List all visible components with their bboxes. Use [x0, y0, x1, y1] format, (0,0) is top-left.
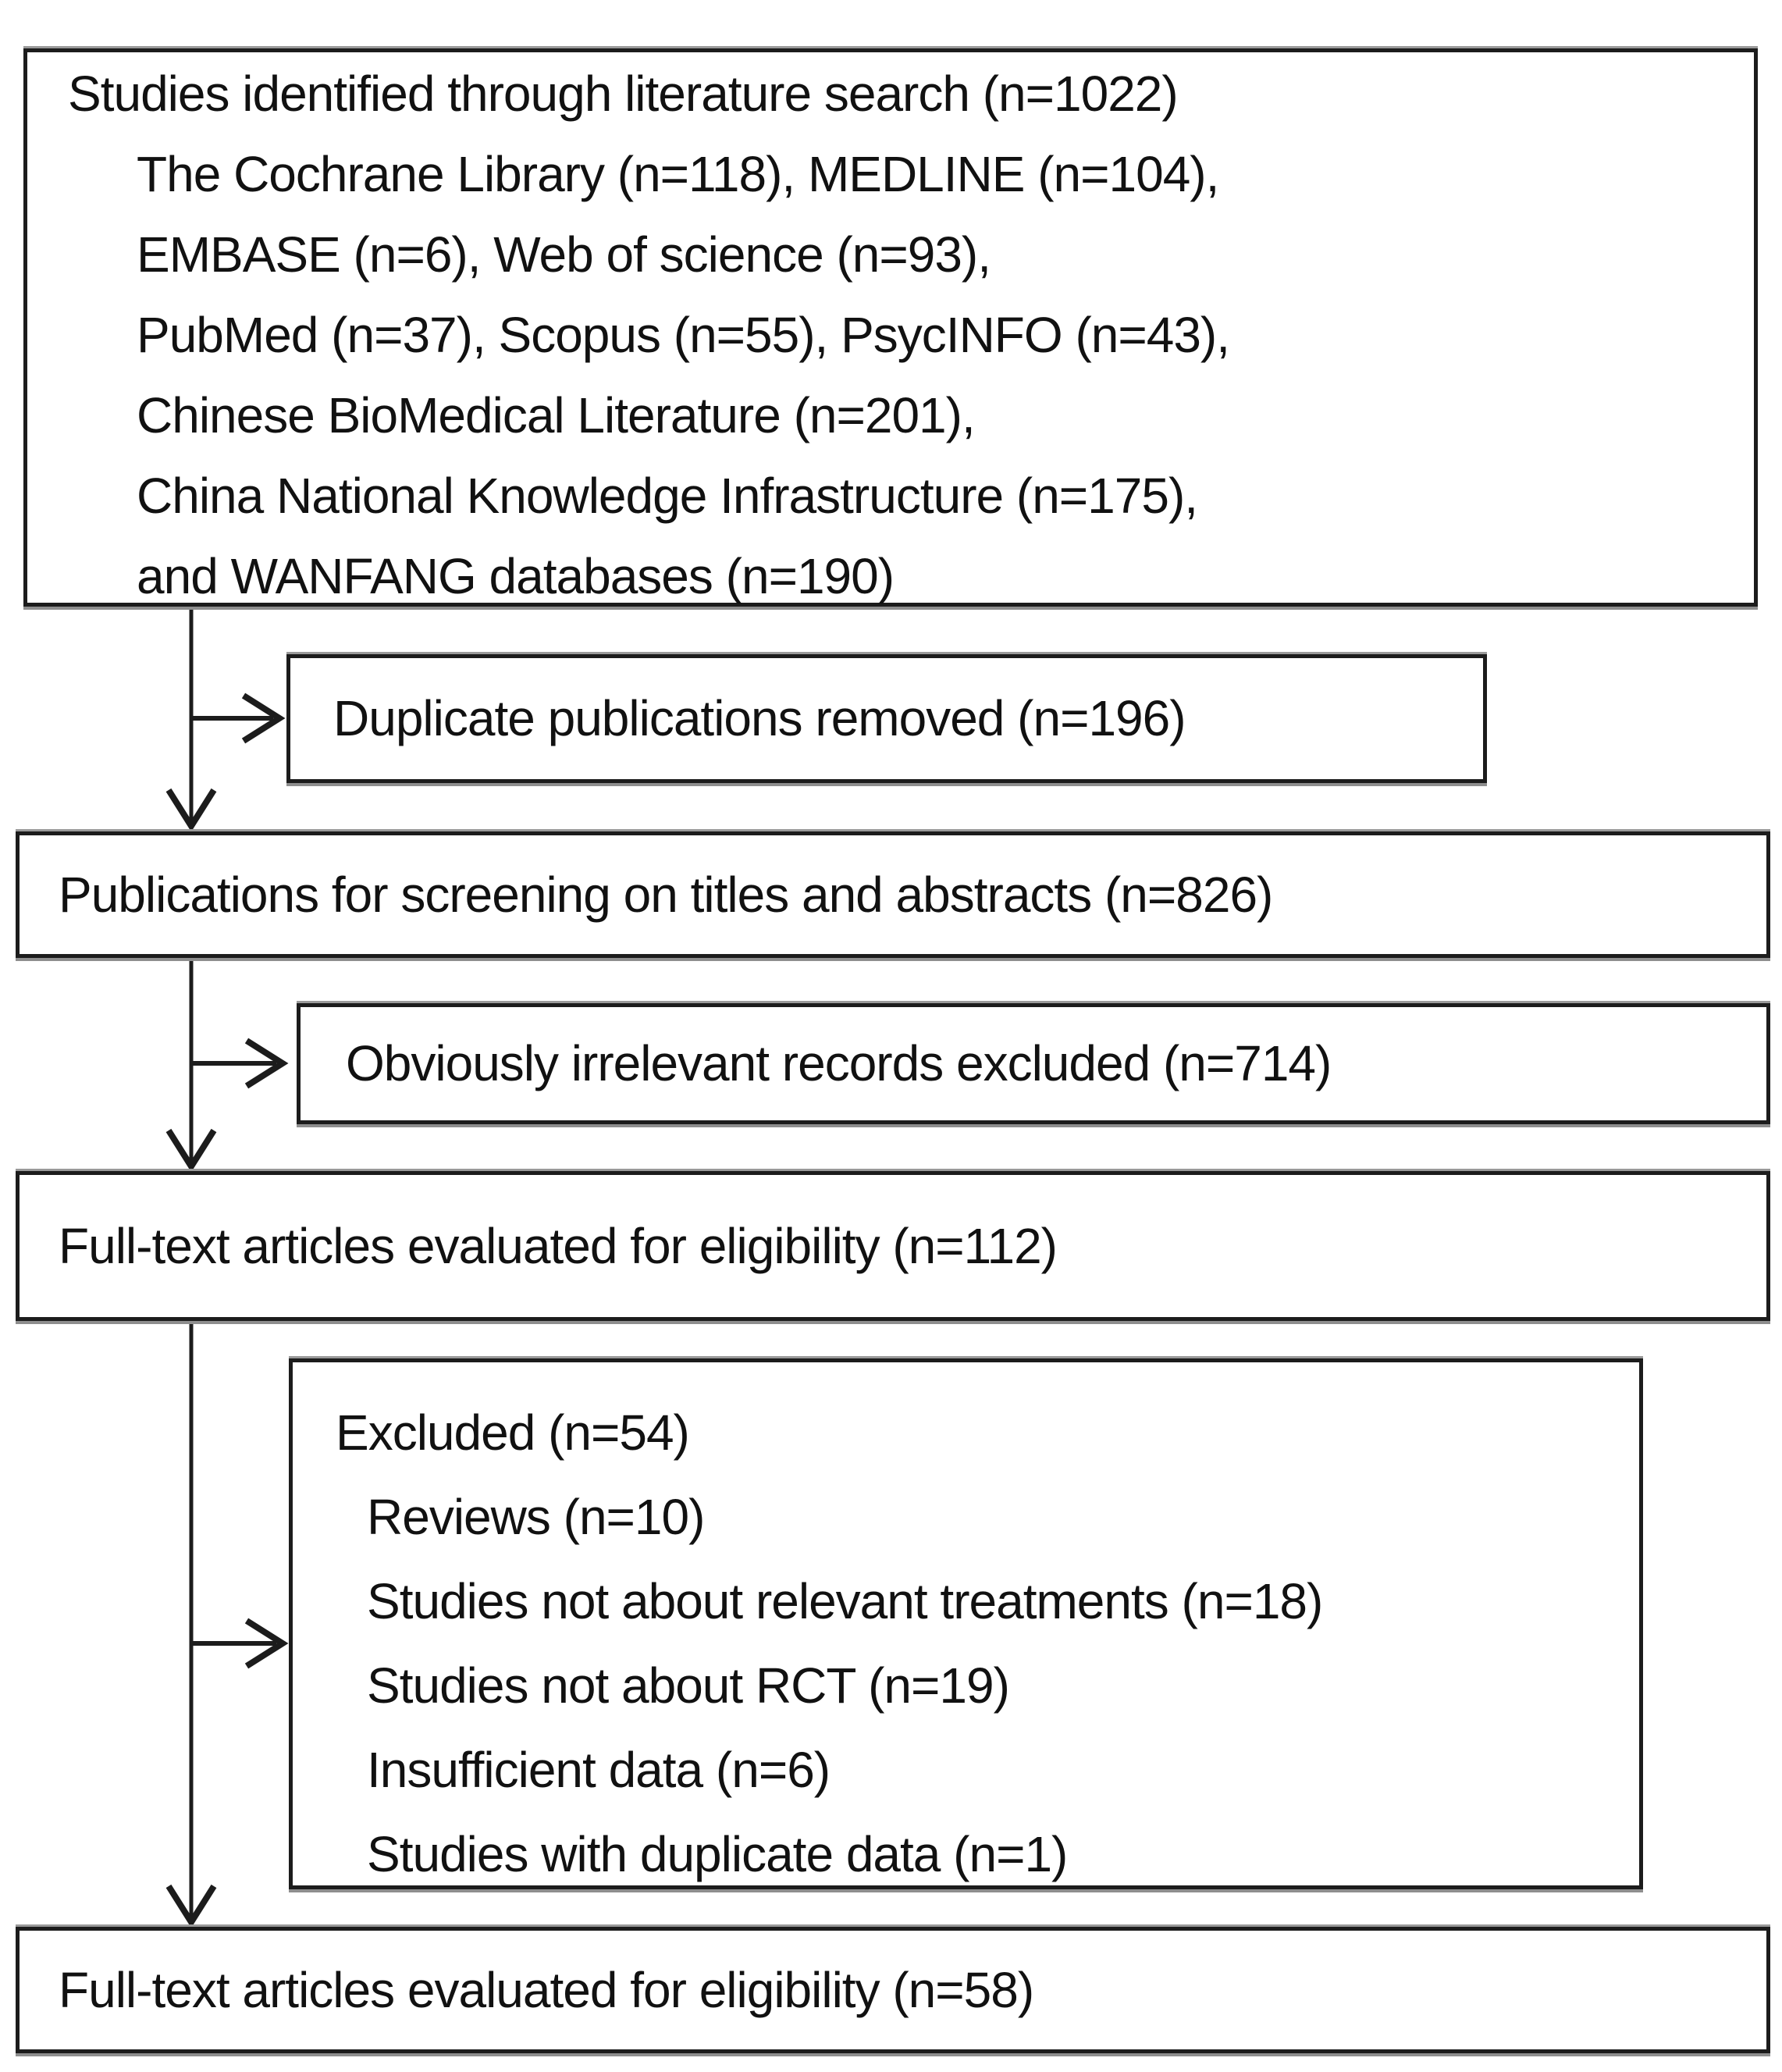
arrow-identified-to-screening-head — [165, 788, 217, 832]
irrelevant-excluded-label: Obviously irrelevant records excluded (n… — [346, 1035, 1332, 1091]
box-studies-identified: Studies identified through literature se… — [23, 48, 1758, 607]
arrow-branch-excluded-head — [244, 1618, 289, 1669]
arrow-screening-to-fulltext-head — [165, 1128, 217, 1173]
box-screening: Publications for screening on titles and… — [16, 831, 1770, 958]
arrow-branch-duplicates-head — [241, 692, 286, 744]
identified-source-line: Chinese BioMedical Literature (n=201), — [137, 387, 976, 443]
excluded-reason: Studies not about relevant treatments (n… — [367, 1573, 1323, 1629]
identified-source-line: EMBASE (n=6), Web of science (n=93), — [137, 226, 991, 283]
arrow-branch-irrelevant-head — [244, 1038, 289, 1089]
box-duplicates-removed: Duplicate publications removed (n=196) — [286, 654, 1487, 783]
identified-source-line: and WANFANG databases (n=190) — [137, 548, 895, 604]
identified-source-line: China National Knowledge Infrastructure … — [137, 468, 1198, 524]
arrow-fulltext-to-final-head — [165, 1884, 217, 1928]
duplicates-removed-label: Duplicate publications removed (n=196) — [333, 690, 1186, 746]
box-excluded-reasons: Excluded (n=54) Reviews (n=10) Studies n… — [289, 1358, 1643, 1889]
box-irrelevant-excluded: Obviously irrelevant records excluded (n… — [297, 1003, 1770, 1124]
excluded-reason: Studies with duplicate data (n=1) — [367, 1826, 1068, 1882]
excluded-title: Excluded (n=54) — [336, 1404, 690, 1461]
excluded-reason: Studies not about RCT (n=19) — [367, 1657, 1010, 1714]
final-eligibility-label: Full-text articles evaluated for eligibi… — [59, 1961, 1034, 2018]
identified-title-line: Studies identified through literature se… — [68, 66, 1179, 122]
excluded-reason: Insufficient data (n=6) — [367, 1742, 831, 1798]
box-final-eligibility: Full-text articles evaluated for eligibi… — [16, 1927, 1770, 2053]
box-fulltext-eligibility: Full-text articles evaluated for eligibi… — [16, 1171, 1770, 1321]
identified-source-line: The Cochrane Library (n=118), MEDLINE (n… — [137, 146, 1219, 202]
screening-label: Publications for screening on titles and… — [59, 866, 1273, 923]
fulltext-eligibility-label: Full-text articles evaluated for eligibi… — [59, 1217, 1058, 1274]
identified-source-line: PubMed (n=37), Scopus (n=55), PsycINFO (… — [137, 307, 1230, 363]
excluded-reason: Reviews (n=10) — [367, 1489, 705, 1545]
